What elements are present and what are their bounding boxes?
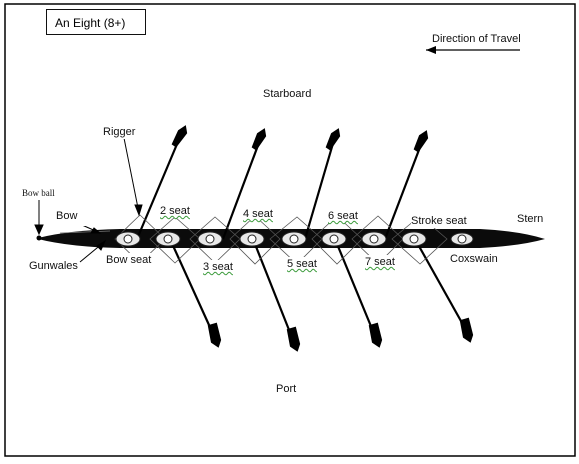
port-label: Port: [276, 382, 330, 400]
gunwales-label: Gunwales: [29, 259, 78, 273]
bow-seat-label: Bow seat: [106, 253, 152, 267]
rower-6-seat: [321, 231, 347, 247]
gunwale-line-top: [59, 230, 111, 234]
seat-4-label: 4 seat: [243, 207, 273, 221]
starboard-label: Starboard: [263, 87, 341, 107]
oar-stroke-seat: [383, 141, 424, 240]
stroke-seat-label: Stroke seat: [411, 214, 467, 228]
diagram-frame: [4, 3, 576, 457]
starboard-oars: [135, 125, 429, 240]
seat-6-label: 6 seat: [328, 209, 358, 223]
rower-7-seat: [361, 231, 387, 247]
bow-ball-label: Bow ball: [22, 186, 55, 200]
blade-2-seat: [207, 322, 222, 348]
oar-7-seat: [414, 238, 467, 331]
oar-3-seat: [251, 238, 295, 341]
coxswain-figure: [450, 232, 474, 246]
page-title: An Eight (8+): [46, 9, 146, 35]
port-oars: [168, 238, 474, 352]
rower-3-seat: [197, 231, 223, 247]
rigger-pointer: [123, 137, 140, 214]
rower-stroke-seat: [401, 231, 427, 247]
blade-bow-seat: [171, 125, 188, 148]
seat-2-label: 2 seat: [160, 204, 190, 218]
seat-5-label: 5 seat: [287, 257, 317, 271]
rowers: [115, 231, 474, 247]
rigger-label: Rigger: [103, 125, 136, 139]
blade-6-seat: [325, 128, 341, 151]
blade-7-seat: [459, 317, 474, 343]
oar-bow-seat: [135, 136, 182, 240]
seat-3-label: 3 seat: [203, 260, 233, 274]
bow-label: Bow: [56, 209, 106, 226]
pointer-lines: [34, 137, 143, 263]
blade-5-seat: [368, 322, 383, 348]
rower-5-seat: [281, 231, 307, 247]
direction-arrow-icon: [426, 46, 520, 54]
oar-5-seat: [333, 238, 377, 337]
rower-4-seat: [239, 231, 265, 247]
blade-4-seat: [251, 128, 267, 151]
rower-2-seat: [155, 231, 181, 247]
rower-bow-seat: [115, 231, 141, 247]
oar-6-seat: [303, 139, 336, 240]
blade-stroke-seat: [413, 130, 429, 153]
stern-label: Stern: [517, 212, 547, 226]
direction-of-travel-label: Direction of Travel: [432, 32, 521, 46]
seat-7-label: 7 seat: [365, 255, 395, 269]
blade-3-seat: [286, 326, 301, 352]
oar-4-seat: [221, 139, 262, 240]
oar-2-seat: [168, 238, 216, 337]
bow-ball-icon: [36, 235, 42, 241]
coxswain-label: Coxswain: [450, 252, 498, 266]
